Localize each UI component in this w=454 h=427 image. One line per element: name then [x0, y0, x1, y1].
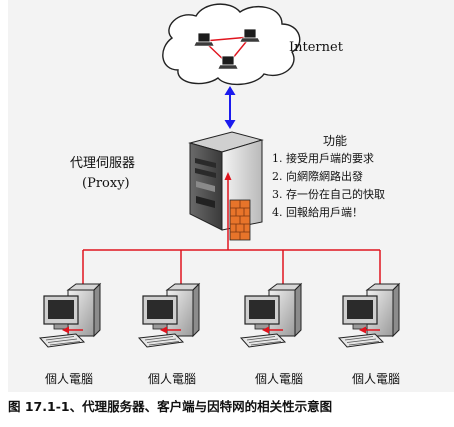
desktop-pc-icon	[338, 283, 400, 348]
network-link	[203, 36, 251, 42]
firewall-icon	[229, 199, 251, 241]
function-item: 4. 回報給用戶端！	[272, 205, 363, 219]
cloud-outline	[162, 3, 301, 85]
client-label: 個人電腦	[255, 371, 303, 386]
server-icon	[188, 131, 264, 231]
proxy-diagram: Internet	[39, 3, 400, 386]
figure-caption: 图 17.1-1、代理服务器、客户端与因特网的相关性示意图	[8, 399, 333, 414]
desktop-pc-icon	[39, 283, 101, 348]
function-item: 2. 向網際網路出發	[272, 169, 363, 183]
client-label: 個人電腦	[148, 371, 196, 386]
proxy-title: 代理伺服器	[70, 156, 135, 171]
desktop-pc-icon	[240, 283, 302, 348]
internet-cloud	[162, 3, 301, 85]
proxy-subtitle: (Proxy)	[82, 176, 130, 191]
client-label: 個人電腦	[45, 371, 93, 386]
internet-label: Internet	[289, 40, 344, 55]
client-label: 個人電腦	[352, 371, 400, 386]
internet-link-arrow	[224, 86, 236, 129]
client-pcs	[39, 283, 400, 348]
functions-heading: 功能	[323, 134, 347, 148]
function-item: 1. 接受用戶端的要求	[272, 151, 374, 165]
desktop-pc-icon	[138, 283, 200, 348]
function-item: 3. 存一份在自己的快取	[272, 187, 385, 201]
arrow-head-icon	[224, 172, 232, 180]
lan-arrows	[62, 326, 380, 334]
